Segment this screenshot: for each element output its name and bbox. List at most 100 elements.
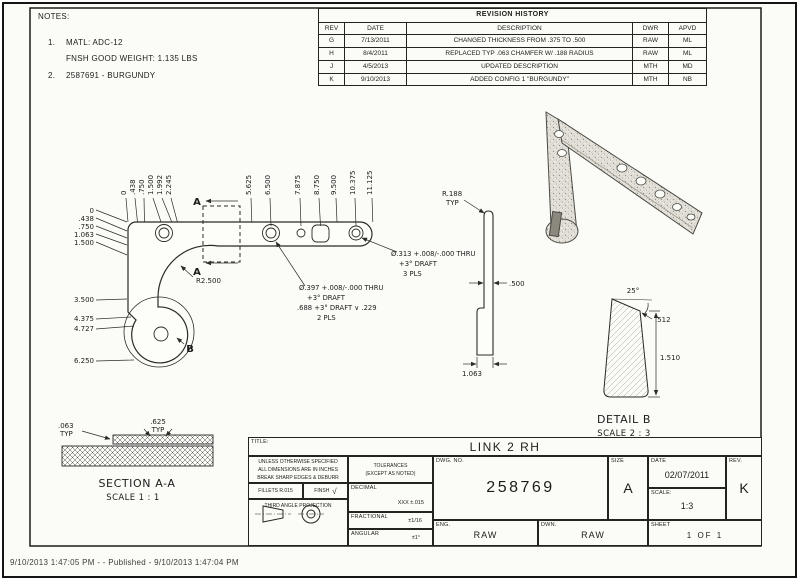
detail-b-scale: SCALE 2 : 3 — [597, 429, 650, 439]
revision-row: J 4/5/2013 UPDATED DESCRIPTION MTH MD — [318, 59, 707, 74]
notes-heading: NOTES: — [38, 12, 70, 21]
main-view-top-dims: 0 .438 .750 1.500 1.992 2.245 5.625 6.50… — [120, 171, 374, 196]
detail-b-dimension-lines — [641, 310, 660, 398]
rev-cell: G — [318, 34, 345, 48]
description-cell: ADDED CONFIG 1 "BURGUNDY" — [406, 72, 633, 87]
side-view-labels: R.188 TYP .500 1.063 — [442, 190, 525, 378]
note-text: FNSH GOOD WEIGHT: 1.135 LBS — [66, 54, 198, 63]
dwn-label: DWN. — [541, 522, 557, 528]
rev-cell: REV. K — [726, 456, 762, 520]
dwg-no-label: DWG. NO. — [436, 458, 464, 464]
dwg-no-value: 258769 — [486, 479, 555, 496]
dim-label: 5.625 — [245, 175, 253, 195]
dwn-value: RAW — [581, 530, 605, 540]
projection-cell: THIRD ANGLE PROJECTION — [248, 499, 348, 546]
publish-timestamp: 9/10/2013 1:47:05 PM - - Published - 9/1… — [10, 558, 239, 567]
detail-b-labels: 25° .512 1.510 DETAIL B SCALE 2 : 3 — [597, 287, 680, 439]
revision-header-row: REV DATE DESCRIPTION DWR APVD — [318, 21, 707, 36]
radius-typ: TYP — [445, 199, 459, 207]
col-header-rev: REV — [318, 21, 345, 36]
revision-history-table: REVISION HISTORY REV DATE DESCRIPTION DW… — [318, 8, 707, 87]
isometric-holes — [554, 130, 696, 221]
hole-note-line: +3° DRAFT — [399, 260, 438, 268]
small-hole — [296, 228, 306, 238]
eng-value: RAW — [473, 530, 498, 540]
fractional-value: ±1/16 — [408, 518, 422, 524]
col-header-dwr: DWR — [632, 21, 669, 36]
section-aa-view — [61, 428, 214, 467]
counterbore-hole-inner — [265, 227, 277, 239]
dim-label: 9.500 — [330, 175, 338, 195]
description-cell: UPDATED DESCRIPTION — [406, 59, 633, 74]
radius-note: R2.500 — [196, 277, 221, 285]
angular-cell: ANGULAR ±1° — [348, 529, 433, 546]
section-aa-title: SECTION A-A — [98, 477, 175, 490]
spec-line: UNLESS OTHERWISE SPECIFIED — [258, 458, 338, 465]
hole-note-line: Ø.313 +.008/-.000 THRU — [391, 250, 475, 258]
dwr-cell: MTH — [632, 72, 669, 87]
eng-cell: ENG. RAW — [433, 520, 538, 546]
section-aa-labels: .063 TYP .625 TYP SECTION A-A SCALE 1 : … — [58, 418, 175, 503]
size-value: A — [623, 480, 633, 496]
apvd-cell: ML — [668, 47, 707, 61]
angular-value: ±1° — [411, 535, 420, 541]
revision-history-title: REVISION HISTORY — [318, 8, 707, 23]
detail-b-shape — [603, 298, 649, 398]
side-view — [463, 199, 507, 368]
projection-label: THIRD ANGLE PROJECTION — [264, 503, 332, 509]
detail-b-circle — [123, 296, 195, 368]
thin-dim-typ: TYP — [59, 430, 73, 438]
scale-value: 1:3 — [680, 501, 694, 511]
note-number: 2. — [48, 71, 56, 80]
end-hole-inner — [351, 228, 361, 238]
thickness-dim: .500 — [509, 280, 525, 288]
dim-label: 7.875 — [294, 175, 302, 195]
fillets-text: FILLETS R.015 — [258, 488, 293, 494]
dim-label: 11.125 — [366, 171, 374, 196]
decimal-cell: DECIMAL XXX ±.015 — [348, 483, 433, 512]
title-block: TITLE: LINK 2 RH UNLESS OTHERWISE SPECIF… — [248, 437, 762, 546]
date-cell: 7/13/2011 — [344, 34, 407, 48]
sheet-cell: SHEET 1 OF 1 — [648, 520, 762, 546]
isometric-pin — [548, 210, 563, 238]
dim-label: 6.250 — [74, 357, 94, 365]
boss-hole — [153, 326, 169, 342]
date-cell: 9/10/2013 — [344, 72, 407, 87]
third-angle-projection-icon — [255, 504, 324, 524]
description-cell: CHANGED THICKNESS FROM .375 TO .500 — [406, 34, 633, 48]
section-letter-bottom: A — [193, 267, 201, 278]
isometric-view — [545, 111, 703, 244]
section-letter-top: A — [193, 197, 201, 208]
radius-note: R.188 — [442, 190, 462, 198]
drawing-title: LINK 2 RH — [469, 439, 541, 454]
height-dim: 1.510 — [660, 354, 680, 362]
part-outline — [127, 221, 373, 364]
size-label: SIZE — [611, 458, 625, 464]
dim-label: .750 — [138, 179, 146, 195]
main-view-dimension-lines — [95, 197, 398, 362]
dim-label: 6.500 — [264, 175, 272, 195]
side-view-dimension-lines — [463, 199, 507, 368]
side-profile-outline — [476, 210, 494, 356]
rev-cell: K — [318, 72, 345, 87]
finish-mark-icon: √ — [332, 486, 337, 496]
section-cut-box — [202, 205, 241, 263]
section-bar-wide — [61, 445, 214, 467]
thin-dim: .063 — [58, 422, 74, 430]
hole-note-line: .688 +3° DRAFT ∨ .229 — [297, 304, 377, 312]
note-text: MATL: ADC-12 — [66, 38, 123, 47]
dim-label: 3.500 — [74, 296, 94, 304]
dim-label: 0 — [90, 207, 94, 215]
revision-row: G 7/13/2011 CHANGED THICKNESS FROM .375 … — [318, 34, 707, 48]
apvd-cell: NB — [668, 72, 707, 87]
tolerances-line: (EXCEPT AS NOTED) — [365, 470, 416, 477]
detail-letter: B — [186, 344, 194, 355]
dwn-cell: DWN. RAW — [538, 520, 648, 546]
dim-label: 1.063 — [74, 231, 94, 239]
dim-label: 10.375 — [349, 171, 357, 196]
col-header-apvd: APVD — [668, 21, 707, 36]
description-cell: REPLACED TYP .063 CHAMFER W/ .188 RADIUS — [406, 47, 633, 61]
scale-label: SCALE: — [651, 490, 672, 496]
dim-label: .438 — [129, 179, 137, 195]
detail-b-view — [603, 298, 660, 398]
